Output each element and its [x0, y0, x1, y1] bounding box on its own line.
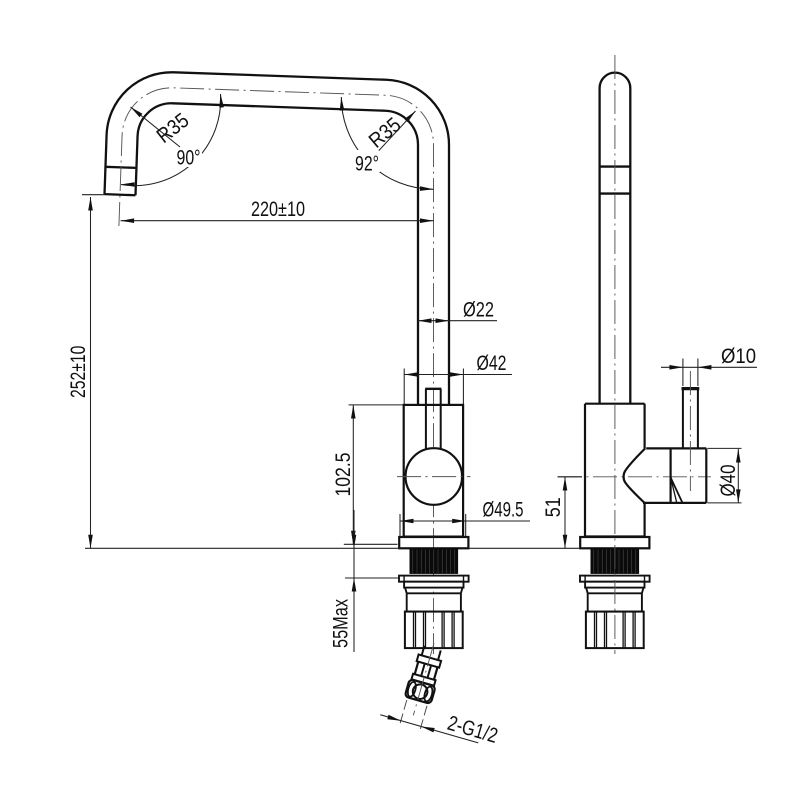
svg-text:51: 51	[542, 497, 565, 517]
svg-text:Ø42: Ø42	[477, 352, 507, 375]
svg-text:92°: 92°	[355, 153, 379, 176]
svg-text:Ø22: Ø22	[463, 298, 494, 321]
svg-text:252±10: 252±10	[67, 346, 90, 399]
svg-text:220±10: 220±10	[251, 198, 305, 221]
svg-text:Ø49.5: Ø49.5	[483, 499, 524, 522]
svg-text:55Max: 55Max	[330, 599, 353, 648]
svg-text:102.5: 102.5	[332, 453, 355, 497]
svg-text:Ø40: Ø40	[717, 465, 740, 497]
svg-text:90°: 90°	[177, 147, 201, 170]
svg-text:Ø10: Ø10	[721, 345, 756, 368]
